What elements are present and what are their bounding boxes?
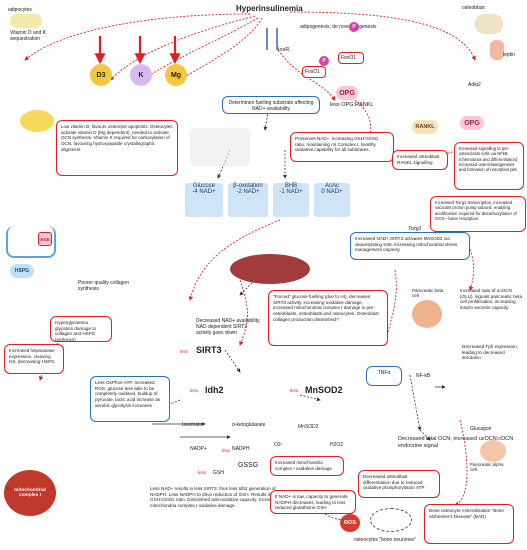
h2o2-label: H2O2 xyxy=(330,442,344,448)
osteoblast-cell-illustration xyxy=(475,14,503,34)
vitamin-d3-badge: D3 xyxy=(90,64,112,86)
pancreatic-alpha-cell-illustration xyxy=(480,440,506,462)
bone-alzheimers-box: Bone osteocyte mineralisation "Bone Alzh… xyxy=(424,504,514,544)
fuelling-substrate-box: Determines fuelling substrate affecting … xyxy=(222,96,320,114)
osteocyte-network-illustration xyxy=(370,508,412,532)
gssg-label: GSSG xyxy=(238,462,259,469)
adipocyte-cell-illustration xyxy=(10,14,42,28)
tcirg1-box: Increased Tcirg1 transcription, increase… xyxy=(430,196,526,232)
rankl-badge: RANKL xyxy=(412,120,438,134)
mnsod2-activation-box: Increased NAD+:SIRT3 activates MnSOD2 vi… xyxy=(350,232,470,260)
preosteoclast-signalling-box: Increased signalling to pre-osteoclasts … xyxy=(454,142,524,190)
insr-label: InsR xyxy=(278,47,290,53)
nadph-label: NADPH xyxy=(232,446,250,452)
gsh-label: GSH xyxy=(213,470,224,476)
less-nad-explanation-label: Less NAD+ results in less SIRT3, thus le… xyxy=(150,486,284,508)
idh2-label: Idh2 xyxy=(205,385,224,395)
fuel-acac-value: 0 NAD+ xyxy=(321,189,343,195)
mnsod2-small-label: MnSOD2 xyxy=(298,424,319,430)
tcirg1-label: Tcirg1 xyxy=(408,226,422,232)
pancreatic-alpha-label: Pancreatic alpha cell xyxy=(470,462,504,473)
foxo1-a-box: FoxO1 xyxy=(338,52,364,64)
ros-badge: ROS xyxy=(340,514,360,532)
sirt3-less-label: less xyxy=(180,349,189,354)
pancreatic-beta-label: Pancreatic beta cell xyxy=(412,288,444,299)
fuel-bhb-value: -1 NAD+ xyxy=(279,189,303,195)
glucagon-label: Glucagon xyxy=(470,426,492,432)
fuel-beta-oxidation-name: β-oxidation xyxy=(233,183,263,189)
ucocn-signal-label: Increased ratio of ucOCN (GLU), signals … xyxy=(460,288,523,310)
phosphate-p2-icon: P xyxy=(319,56,329,66)
vitamin-d-info-box: Low vitamin D, favours osteocyte apoptos… xyxy=(56,120,178,176)
fuel-beta-oxidation-value: -2 NAD+ xyxy=(236,189,260,195)
osteoblast-rankl-box: Increased osteoblast RANKL signalling xyxy=(392,150,448,170)
fuel-glucose: Glucose-4 NAD+ xyxy=(185,183,223,217)
lipogenesis-label: adipogenesis, de novo lipogenesis xyxy=(300,24,377,30)
age-badge: AGE xyxy=(38,232,52,246)
nfkb-label: NF-kB xyxy=(416,373,431,379)
idh2-less-label: less xyxy=(190,388,199,393)
mnsod2-less-label: less xyxy=(290,388,299,393)
osteoblast-label: osteoblast xyxy=(462,5,485,11)
heparanase-box: Increased heparanase expression, cleavin… xyxy=(4,344,64,374)
fuel-bhb: BHB-1 NAD+ xyxy=(273,183,309,217)
alpha-ketoglutarate-label: α-ketoglutarate xyxy=(232,422,266,428)
tnfa-label: TNFα xyxy=(377,370,391,376)
osteoblast-differentiation-box: Decreased osteoblast differentiation due… xyxy=(358,470,440,498)
nadp-label: NADP+ xyxy=(190,446,207,452)
osteocyte-cell-illustration xyxy=(20,110,54,132)
foxo1-b-box: FoxO1 xyxy=(302,66,326,78)
sirt3-label: SIRT3 xyxy=(196,345,222,355)
decreased-nad-label: Decreased NAD+ availability, NAD depende… xyxy=(196,318,261,336)
fuel-bhb-name: BHB xyxy=(284,183,298,189)
insulin-receptor-icon xyxy=(266,28,278,50)
low-nad-capacity-box: If NAD+ is low, capacity to generate NAD… xyxy=(270,490,356,514)
fuel-glucose-value: -4 NAD+ xyxy=(192,189,216,195)
phosphate-p-icon: P xyxy=(349,22,359,32)
forced-glucose-fuelling-box: "Forced" glucose fuelling (due to HI), d… xyxy=(268,290,388,346)
total-ocn-label: Decreased total OCN, increased ucOCN:cOC… xyxy=(398,436,514,449)
adipo-label: Adiq2 xyxy=(468,82,481,88)
o2-label: O2- xyxy=(274,442,283,448)
fuel-glucose-name: Glucose xyxy=(192,183,215,189)
vitamin-sequestration-label: Vitamin D and K sequestration xyxy=(10,30,47,42)
leptin-label: leptin xyxy=(503,52,515,58)
fuel-beta-oxidation: β-oxidation-2 NAD+ xyxy=(228,183,268,217)
hspg-molecule-illustration xyxy=(6,226,56,258)
mnsod2-label: MnSOD2 xyxy=(305,385,343,395)
leptin-illustration xyxy=(490,40,504,60)
adipocytes-label: adipocytes xyxy=(8,7,32,13)
serotonin-label: Decreased Tph expression, leading to dec… xyxy=(462,344,519,360)
opg-rankl-ratio-label: less OPG:RANKL xyxy=(330,102,374,108)
mito-damage-box: Increased mitochondria complex I oxidati… xyxy=(270,456,344,476)
fuel-molecules-illustration xyxy=(190,128,250,166)
nadph-less-label: less xyxy=(222,448,231,453)
tnfa-box: TNFα xyxy=(366,366,402,386)
pancreatic-beta-cell-illustration xyxy=(412,300,442,328)
isocitrate-label: Isocitrate xyxy=(182,422,203,428)
magnesium-badge: Mg xyxy=(165,64,187,86)
opg-1-badge: OPG xyxy=(336,86,358,100)
opg-2-badge: OPG xyxy=(460,116,484,130)
hyperinsulinemia-title: Hyperinsulinemia xyxy=(236,4,303,13)
oxphos-info-box: Less OxPhos-ATP. Increased ROS, glucose … xyxy=(90,376,170,422)
gsh-less-label: less xyxy=(198,470,207,475)
mitochondrion-illustration xyxy=(230,254,310,284)
osteocytes-label: osteocytes "bone neurones" xyxy=(354,537,417,543)
preserves-nad-box: Preserves NAD+, increasing GSH:GSSG rati… xyxy=(290,132,394,162)
hspg-badge: HSPG xyxy=(10,264,34,278)
hyperglycaemia-box: Hyperglycaemia glycation damage to colla… xyxy=(50,316,112,342)
vitamin-k-badge: K xyxy=(130,64,152,86)
fuel-acac-name: AcAc xyxy=(324,183,339,189)
mitochondrial-complex-i-badge: mitochondrial complex I xyxy=(4,470,56,516)
collagen-quality-label: Poorer quality collagen synthesis xyxy=(78,280,129,292)
